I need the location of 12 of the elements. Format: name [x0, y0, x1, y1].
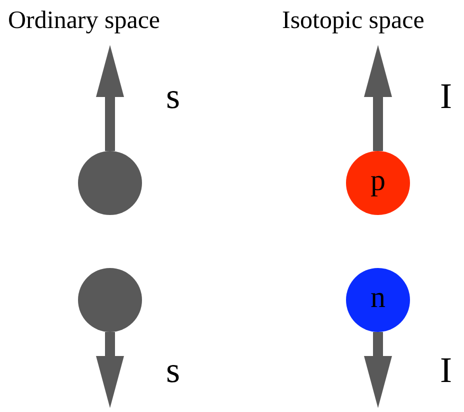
spin-label: s [166, 78, 180, 114]
isospin-label: I [440, 352, 452, 388]
arrow [96, 45, 124, 151]
spin-label: s [166, 352, 180, 388]
column-heading: Ordinary space [8, 8, 160, 33]
particle-label: n [370, 283, 386, 313]
particle-label: p [370, 166, 386, 196]
arrow [364, 45, 392, 151]
arrow [96, 332, 124, 408]
column-heading: Isotopic space [282, 8, 424, 33]
arrow [364, 332, 392, 408]
isospin-label: I [440, 78, 452, 114]
